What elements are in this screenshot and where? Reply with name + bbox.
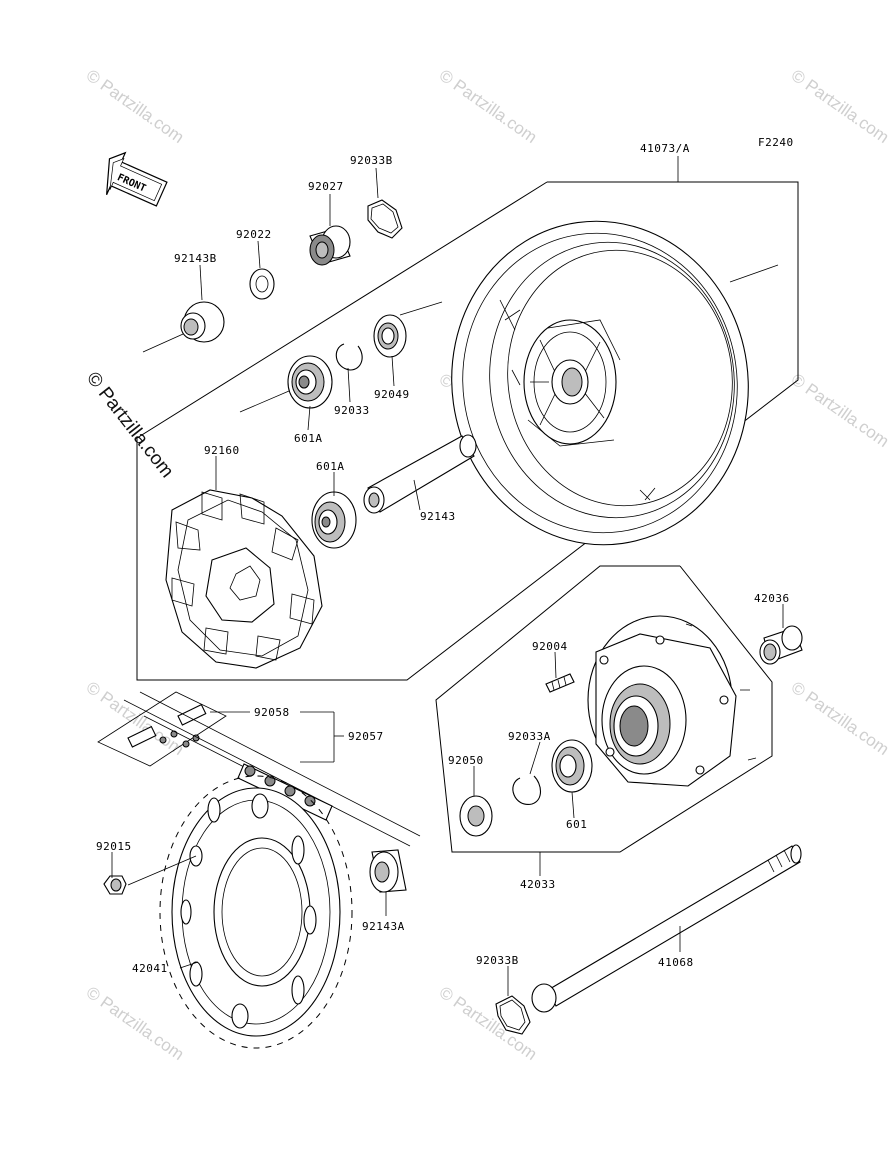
part-92143a: [369, 849, 407, 893]
part-41068-axle: [531, 844, 802, 1013]
label-601a-top: 601A: [294, 432, 323, 445]
label-41073a: 41073/A: [640, 142, 690, 155]
watermark: © Partzilla.com: [436, 66, 541, 147]
label-92058: 92058: [254, 706, 290, 719]
label-92004: 92004: [532, 640, 568, 653]
label-92143: 92143: [420, 510, 456, 523]
part-601: [551, 739, 593, 793]
label-92050: 92050: [448, 754, 484, 767]
part-92027: [309, 225, 351, 266]
label-42036: 42036: [754, 592, 790, 605]
part-92050: [459, 795, 493, 837]
label-92143b: 92143B: [174, 252, 217, 265]
part-92015: [103, 875, 127, 895]
part-42036: [759, 625, 803, 665]
part-92049: [373, 314, 407, 358]
label-42033: 42033: [520, 878, 556, 891]
front-arrow-icon: FRONT: [106, 151, 168, 207]
leader-lines: [111, 156, 784, 996]
label-92160: 92160: [204, 444, 240, 457]
watermark: © Partzilla.com: [83, 66, 188, 147]
part-92143b: [180, 301, 225, 343]
part-42041-sprocket: [159, 775, 353, 1049]
part-92057-chain: [123, 691, 421, 847]
label-92033b-bottom: 92033B: [476, 954, 519, 967]
part-92033b-top: [367, 199, 403, 239]
watermark: © Partzilla.com: [83, 983, 188, 1064]
label-92033b-top: 92033B: [350, 154, 393, 167]
part-92160: [165, 489, 323, 669]
label-92022: 92022: [236, 228, 272, 241]
part-92033: [335, 343, 363, 371]
hub-assembly-outline: [435, 565, 773, 853]
rear-wheel: [451, 220, 779, 546]
part-92058-link-kit: [97, 691, 227, 767]
watermark: © Partzilla.com: [788, 678, 893, 759]
watermark: © Partzilla.com: [788, 370, 893, 451]
part-92033b-bottom: [495, 995, 531, 1035]
label-601a-mid: 601A: [316, 460, 345, 473]
brand-watermark: © Partzilla.com: [82, 368, 177, 482]
sprocket-hub: [587, 615, 757, 787]
label-92027: 92027: [308, 180, 344, 193]
label-92015: 92015: [96, 840, 132, 853]
part-92004: [545, 673, 575, 693]
label-601: 601: [566, 818, 587, 831]
label-41068: 41068: [658, 956, 694, 969]
watermark: © Partzilla.com: [788, 66, 893, 147]
label-92143a: 92143A: [362, 920, 405, 933]
part-92022: [249, 268, 275, 300]
label-42041: 42041: [132, 962, 168, 975]
label-92033: 92033: [334, 404, 370, 417]
label-92057: 92057: [348, 730, 384, 743]
diagram-code: F2240: [758, 136, 794, 149]
label-92049: 92049: [374, 388, 410, 401]
part-92033a: [512, 775, 542, 805]
part-601a-top: [287, 355, 333, 409]
part-92143: [363, 434, 477, 514]
part-601a-mid: [311, 491, 357, 549]
label-92033a: 92033A: [508, 730, 551, 743]
part-labels: 41073/A 92033B 92027 92022 92143B 92033 …: [96, 142, 790, 975]
wheel-assembly-outline: [136, 181, 799, 681]
